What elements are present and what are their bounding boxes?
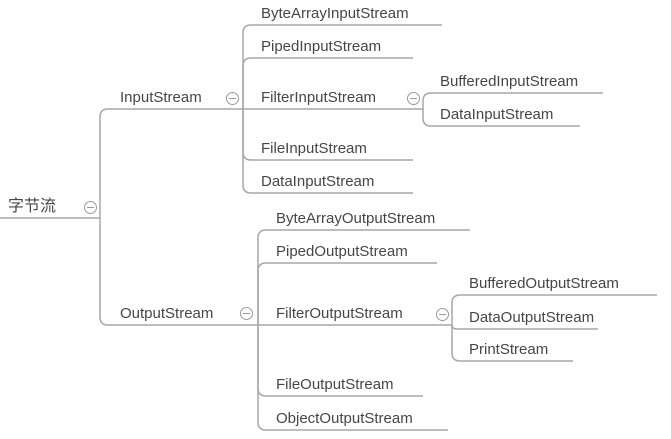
- node-outputstream[interactable]: OutputStream: [120, 305, 214, 322]
- node-fileinputstream[interactable]: FileInputStream: [261, 140, 367, 157]
- connector-bufferedoutputstream: [451, 294, 657, 325]
- node-fileoutputstream[interactable]: FileOutputStream: [276, 376, 394, 393]
- collapse-minus-circle-icon[interactable]: [406, 91, 420, 105]
- node-printstream[interactable]: PrintStream: [469, 341, 549, 358]
- connector-bufferedinputstream: [422, 92, 603, 109]
- node-datainputstream-filter[interactable]: DataInputStream: [440, 106, 554, 123]
- connector-objectoutputstream: [257, 325, 448, 431]
- node-filteroutputstream[interactable]: FilterOutputStream: [276, 305, 403, 322]
- node-inputstream[interactable]: InputStream: [120, 89, 202, 106]
- connector-datainputstream-filter: [422, 109, 580, 127]
- collapse-minus-circle-icon[interactable]: [239, 306, 253, 320]
- connector-printstream: [451, 325, 573, 362]
- minus-bar: [86, 206, 94, 208]
- connector-pipedinputstream: [242, 57, 413, 109]
- node-bytestream-root[interactable]: 字节流: [8, 198, 57, 215]
- connector-bytearrayinputstream: [242, 24, 442, 109]
- connector-inputstream: [99, 108, 243, 218]
- connector-datainputstream: [242, 109, 413, 194]
- minus-bar: [242, 312, 250, 314]
- minus-bar: [228, 97, 236, 99]
- node-pipedinputstream[interactable]: PipedInputStream: [261, 38, 382, 55]
- connector-outputstream: [99, 218, 258, 326]
- node-objectoutputstream[interactable]: ObjectOutputStream: [276, 410, 413, 427]
- connector-pipedoutputstream: [257, 262, 437, 325]
- node-bufferedoutputstream[interactable]: BufferedOutputStream: [469, 275, 619, 292]
- collapse-minus-circle-icon[interactable]: [435, 307, 449, 321]
- node-pipedoutputstream[interactable]: PipedOutputStream: [276, 243, 408, 260]
- collapse-minus-circle-icon[interactable]: [83, 200, 97, 214]
- node-bytearrayoutputstream[interactable]: ByteArrayOutputStream: [276, 210, 436, 227]
- node-datainputstream[interactable]: DataInputStream: [261, 173, 375, 190]
- node-filterinputstream[interactable]: FilterInputStream: [261, 89, 377, 106]
- minus-bar: [438, 313, 446, 315]
- node-dataoutputstream[interactable]: DataOutputStream: [469, 309, 595, 326]
- minus-bar: [409, 97, 417, 99]
- connector-bytearrayoutputstream: [257, 229, 470, 325]
- node-bytearrayinputstream[interactable]: ByteArrayInputStream: [261, 5, 409, 22]
- node-bufferedinputstream[interactable]: BufferedInputStream: [440, 73, 579, 90]
- collapse-minus-circle-icon[interactable]: [225, 91, 239, 105]
